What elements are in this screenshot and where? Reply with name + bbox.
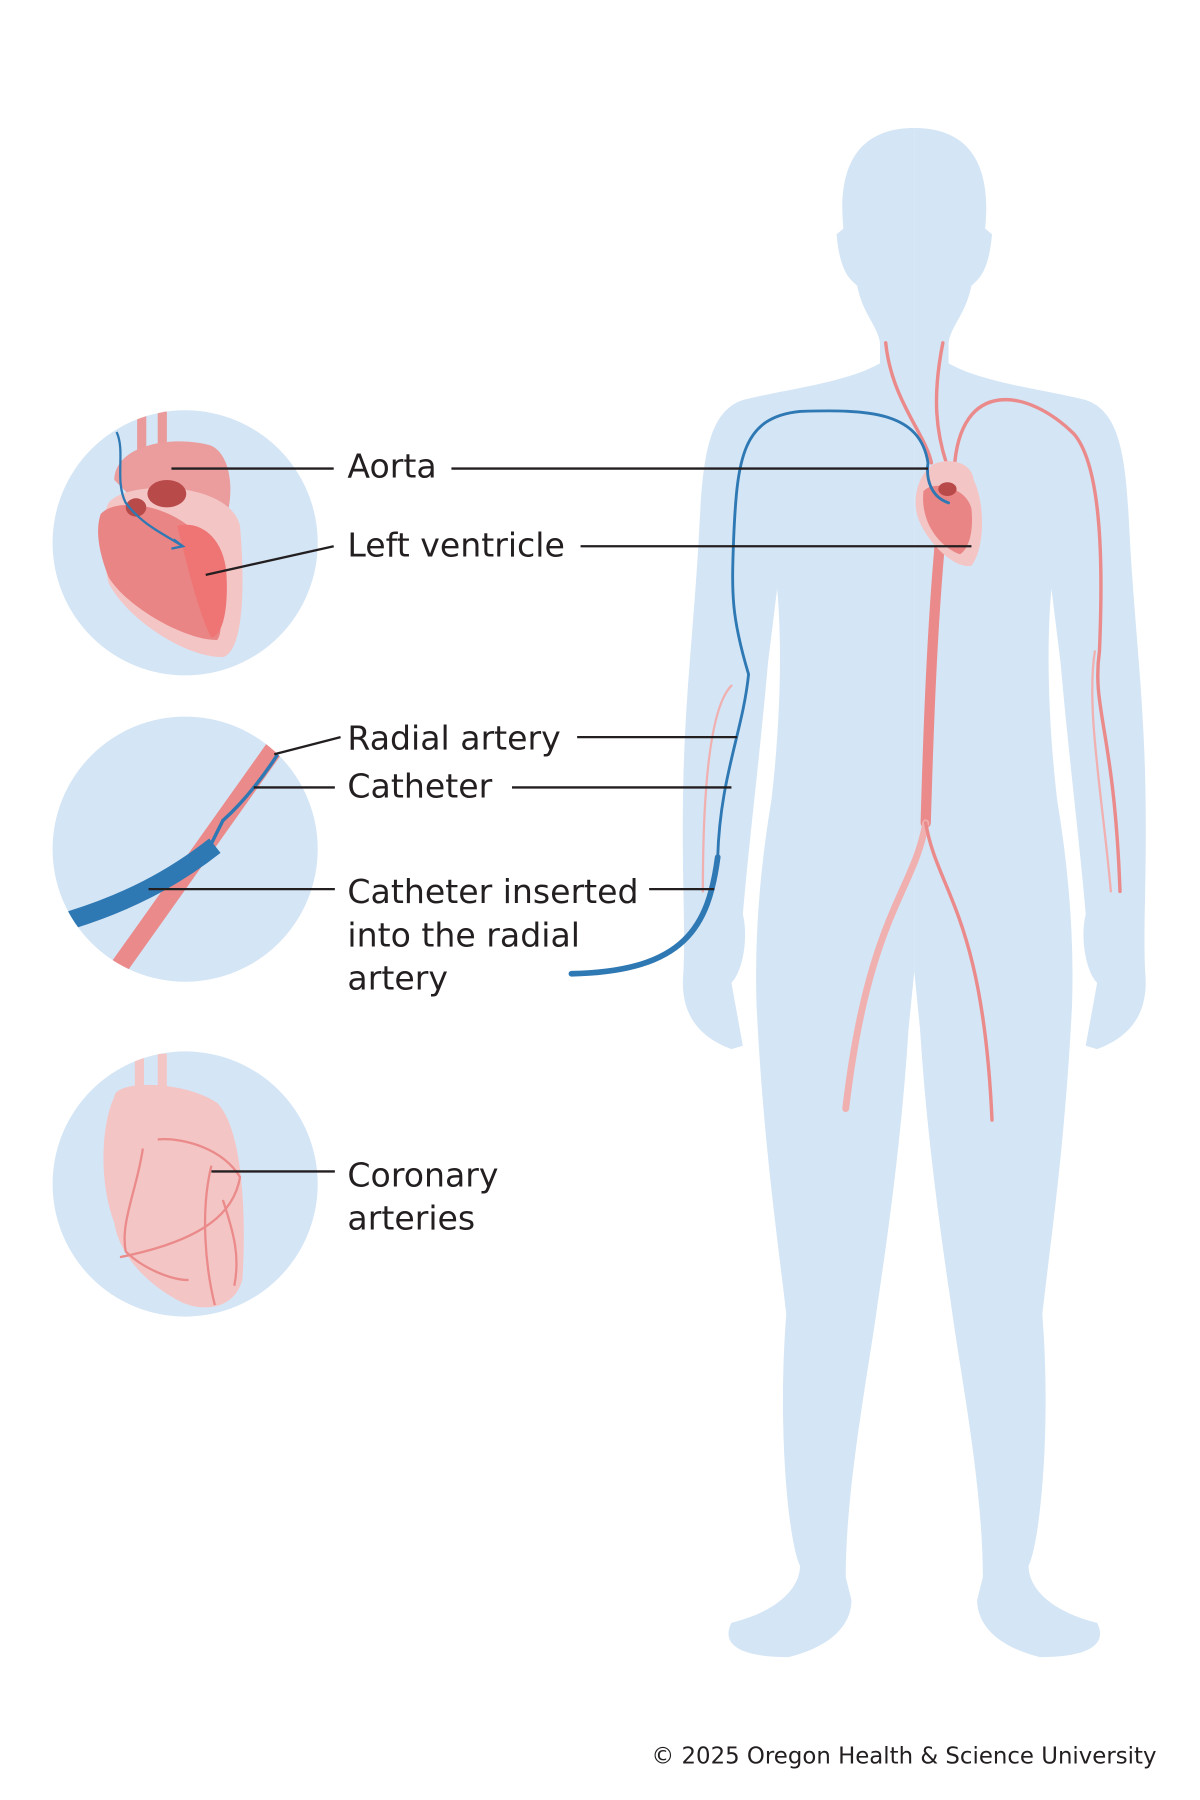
label-radial-artery: Radial artery xyxy=(347,719,560,758)
body-catheter xyxy=(568,409,950,977)
label-catheter-inserted-line3: artery xyxy=(347,959,448,998)
leader-lines xyxy=(148,467,972,1173)
label-catheter: Catheter xyxy=(347,767,492,806)
copyright-notice: © 2025 Oregon Health & Science Universit… xyxy=(651,1743,1156,1769)
label-catheter-inserted-line2: into the radial xyxy=(347,915,580,954)
body-arteries xyxy=(701,341,1122,1122)
inset-radial-artery xyxy=(52,716,318,982)
label-left-ventricle: Left ventricle xyxy=(347,526,564,565)
label-aorta: Aorta xyxy=(347,447,436,486)
label-coronary-line2: arteries xyxy=(347,1199,475,1238)
body-silhouette xyxy=(682,128,1146,1658)
label-coronary-line1: Coronary xyxy=(347,1155,498,1194)
inset-heart-cross-section xyxy=(52,410,318,676)
label-catheter-inserted-line1: Catheter inserted xyxy=(347,872,638,911)
inset-coronary-arteries xyxy=(52,1051,318,1317)
